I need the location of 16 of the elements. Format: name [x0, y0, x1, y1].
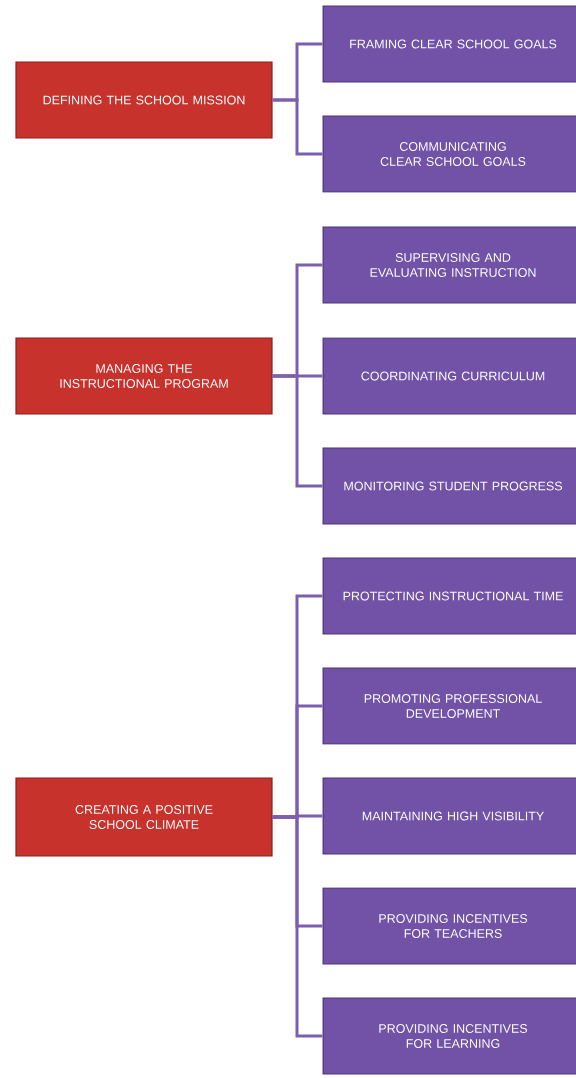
sub-box: PROVIDING INCENTIVES FOR TEACHERS: [322, 887, 576, 965]
connector: [272, 98, 323, 156]
main-box: CREATING A POSITIVE SCHOOL CLIMATE: [15, 777, 273, 857]
sub-box: COMMUNICATING CLEAR SCHOOL GOALS: [322, 115, 576, 193]
connector: [272, 374, 323, 488]
sub-box: FRAMING CLEAR SCHOOL GOALS: [322, 5, 576, 83]
sub-box: MAINTAINING HIGH VISIBILITY: [322, 777, 576, 855]
sub-box: MONITORING STUDENT PROGRESS: [322, 447, 576, 525]
connector: [272, 815, 323, 1038]
sub-box: PROTECTING INSTRUCTIONAL TIME: [322, 557, 576, 635]
sub-box: SUPERVISING AND EVALUATING INSTRUCTION: [322, 226, 576, 304]
sub-box: COORDINATING CURRICULUM: [322, 337, 576, 415]
sub-box: PROVIDING INCENTIVES FOR LEARNING: [322, 997, 576, 1075]
main-box: MANAGING THE INSTRUCTIONAL PROGRAM: [15, 337, 273, 415]
sub-box: PROMOTING PROFESSIONAL DEVELOPMENT: [322, 667, 576, 745]
main-box: DEFINING THE SCHOOL MISSION: [15, 61, 273, 139]
